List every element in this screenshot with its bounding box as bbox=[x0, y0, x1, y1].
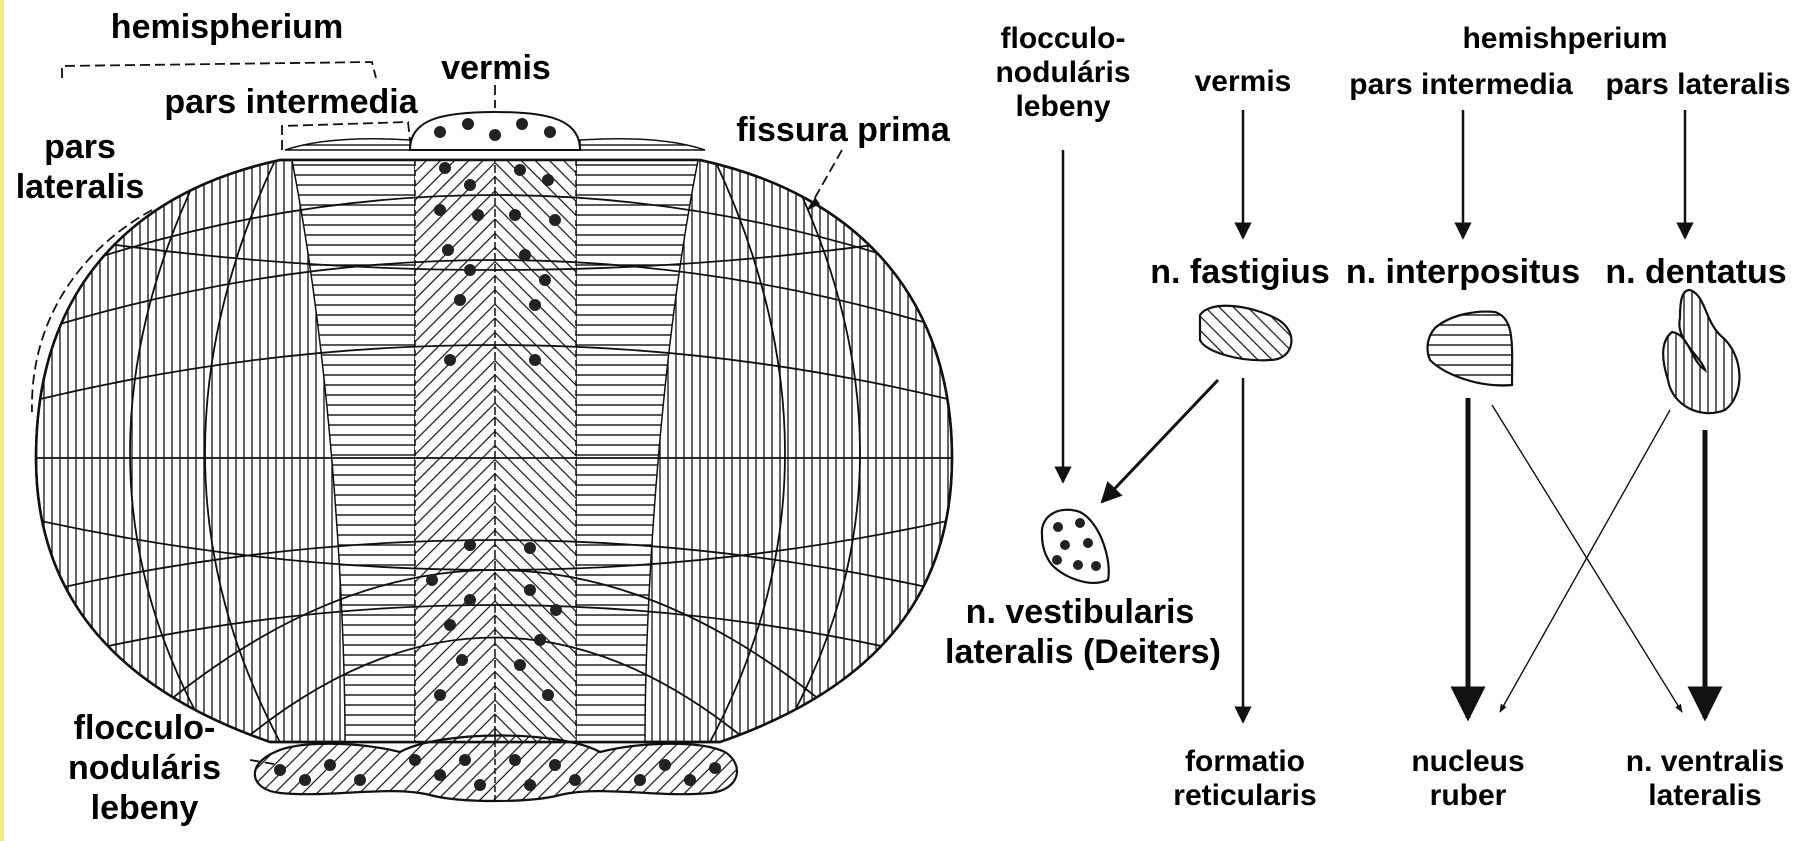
fastigius-shape bbox=[1200, 306, 1291, 360]
interpositus-shape bbox=[1428, 312, 1513, 386]
label-n-fastigius: n. fastigius bbox=[1135, 252, 1345, 292]
label-n-vestibularis-line2: lateralis (Deiters) bbox=[945, 632, 1215, 672]
label-source-flocculo-line2: noduláris bbox=[983, 56, 1143, 90]
label-n-dentatus: n. dentatus bbox=[1596, 252, 1796, 292]
label-pars-lateralis: pars lateralis bbox=[10, 127, 150, 207]
label-fissura-prima: fissura prima bbox=[728, 110, 958, 150]
label-source-hemisphere: hemishperium bbox=[1440, 22, 1690, 56]
label-flocculonodular-left-line1: flocculo- bbox=[52, 708, 237, 748]
label-flocculonodular-left-line2: noduláris bbox=[52, 748, 237, 788]
label-nucleus-ruber-line2: ruber bbox=[1393, 779, 1543, 813]
arrow-dentatus-to-ruber bbox=[1500, 410, 1670, 712]
label-pars-lateralis-line2: lateralis bbox=[10, 167, 150, 207]
label-hemispherium: hemispherium bbox=[97, 7, 357, 47]
label-pars-lateralis-line1: pars bbox=[10, 127, 150, 167]
label-source-vermis: vermis bbox=[1178, 65, 1308, 99]
label-formatio-reticularis-line2: reticularis bbox=[1150, 779, 1340, 813]
label-n-interpositus: n. interpositus bbox=[1338, 252, 1588, 292]
label-vermis: vermis bbox=[436, 48, 556, 88]
label-source-flocculo: flocculo- noduláris lebeny bbox=[983, 22, 1143, 124]
label-n-ventralis-lateralis-line2: lateralis bbox=[1600, 779, 1810, 813]
label-flocculonodular-left: flocculo- noduláris lebeny bbox=[52, 708, 237, 828]
label-n-ventralis-lateralis-line1: n. ventralis bbox=[1600, 745, 1810, 779]
label-pars-intermedia: pars intermedia bbox=[156, 82, 426, 122]
arrow-fastigius-to-vestibular bbox=[1102, 380, 1218, 502]
vestibular-shape bbox=[1042, 510, 1109, 583]
label-nucleus-ruber-line1: nucleus bbox=[1393, 745, 1543, 779]
dentatus-shape bbox=[1663, 290, 1739, 413]
label-formatio-reticularis: formatio reticularis bbox=[1150, 745, 1340, 813]
label-source-pars-intermedia: pars intermedia bbox=[1330, 68, 1592, 102]
label-formatio-reticularis-line1: formatio bbox=[1150, 745, 1340, 779]
label-source-flocculo-line3: lebeny bbox=[983, 90, 1143, 124]
label-n-vestibularis: n. vestibularis lateralis (Deiters) bbox=[945, 592, 1215, 672]
label-source-pars-lateralis: pars lateralis bbox=[1595, 68, 1801, 102]
label-source-flocculo-line1: flocculo- bbox=[983, 22, 1143, 56]
label-flocculonodular-left-line3: lebeny bbox=[52, 788, 237, 828]
label-n-ventralis-lateralis: n. ventralis lateralis bbox=[1600, 745, 1810, 813]
label-n-vestibularis-line1: n. vestibularis bbox=[945, 592, 1215, 632]
label-nucleus-ruber: nucleus ruber bbox=[1393, 745, 1543, 813]
